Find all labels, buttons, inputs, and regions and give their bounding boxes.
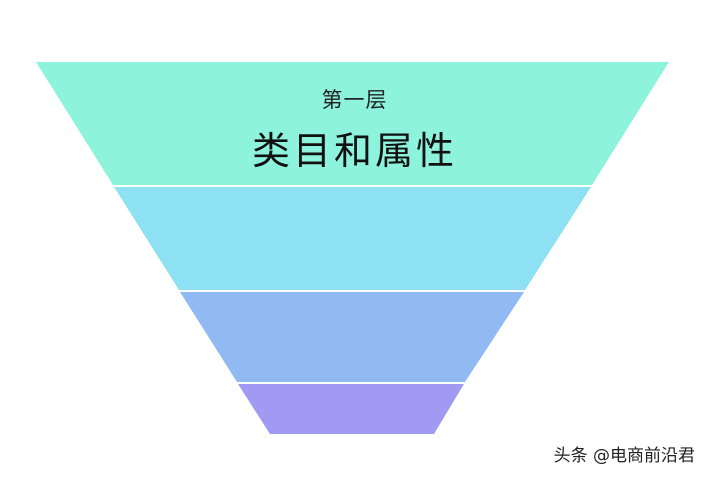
funnel-layer-4	[238, 384, 464, 434]
funnel-layer-1	[36, 62, 669, 185]
funnel-layer-3	[180, 292, 524, 382]
watermark: 头条 @电商前沿君	[553, 446, 695, 466]
layer-1-title: 类目和属性	[251, 129, 457, 173]
layer-1-label: 第一层	[321, 88, 388, 112]
funnel-layer-2	[114, 187, 591, 290]
